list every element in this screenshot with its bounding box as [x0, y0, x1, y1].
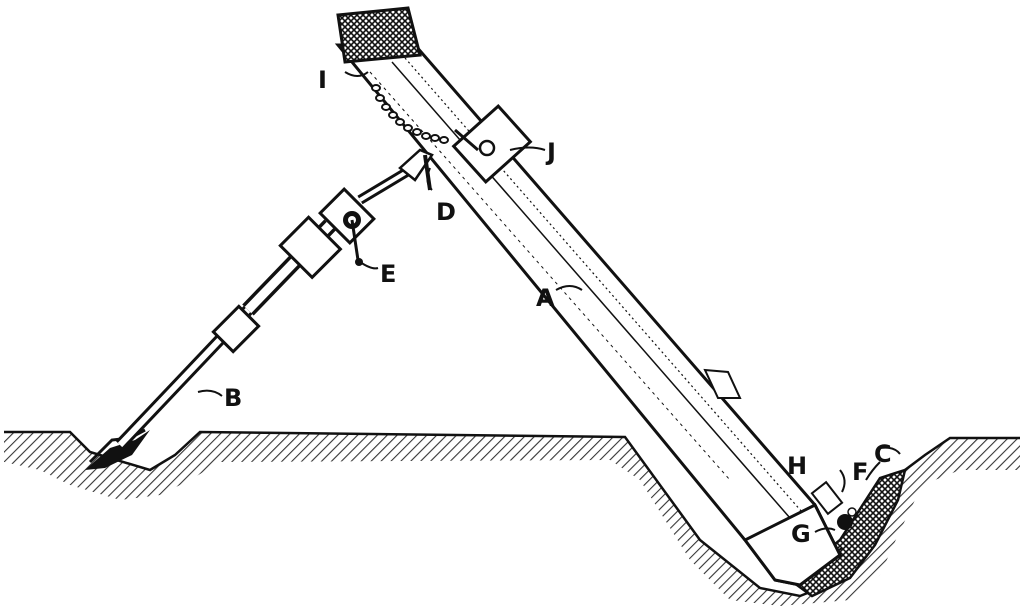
label-a: A — [536, 284, 555, 312]
barrel-clamp — [451, 103, 533, 185]
ground — [4, 430, 1020, 606]
barrel — [334, 6, 857, 587]
bipod-leg — [85, 148, 434, 470]
muzzle-cap — [336, 6, 422, 64]
barrel-body — [334, 43, 842, 587]
label-e: E — [380, 260, 396, 288]
label-f: F — [852, 458, 868, 486]
label-d: D — [436, 198, 456, 226]
chain — [371, 84, 449, 144]
leader-lines — [197, 71, 901, 533]
label-h: H — [787, 452, 807, 480]
label-j: J — [545, 138, 556, 166]
label-c: C — [874, 440, 892, 468]
ground-line — [4, 430, 1020, 598]
label-b: B — [224, 384, 242, 412]
breech — [742, 502, 842, 587]
label-i: I — [318, 66, 327, 94]
label-g: G — [791, 520, 811, 548]
